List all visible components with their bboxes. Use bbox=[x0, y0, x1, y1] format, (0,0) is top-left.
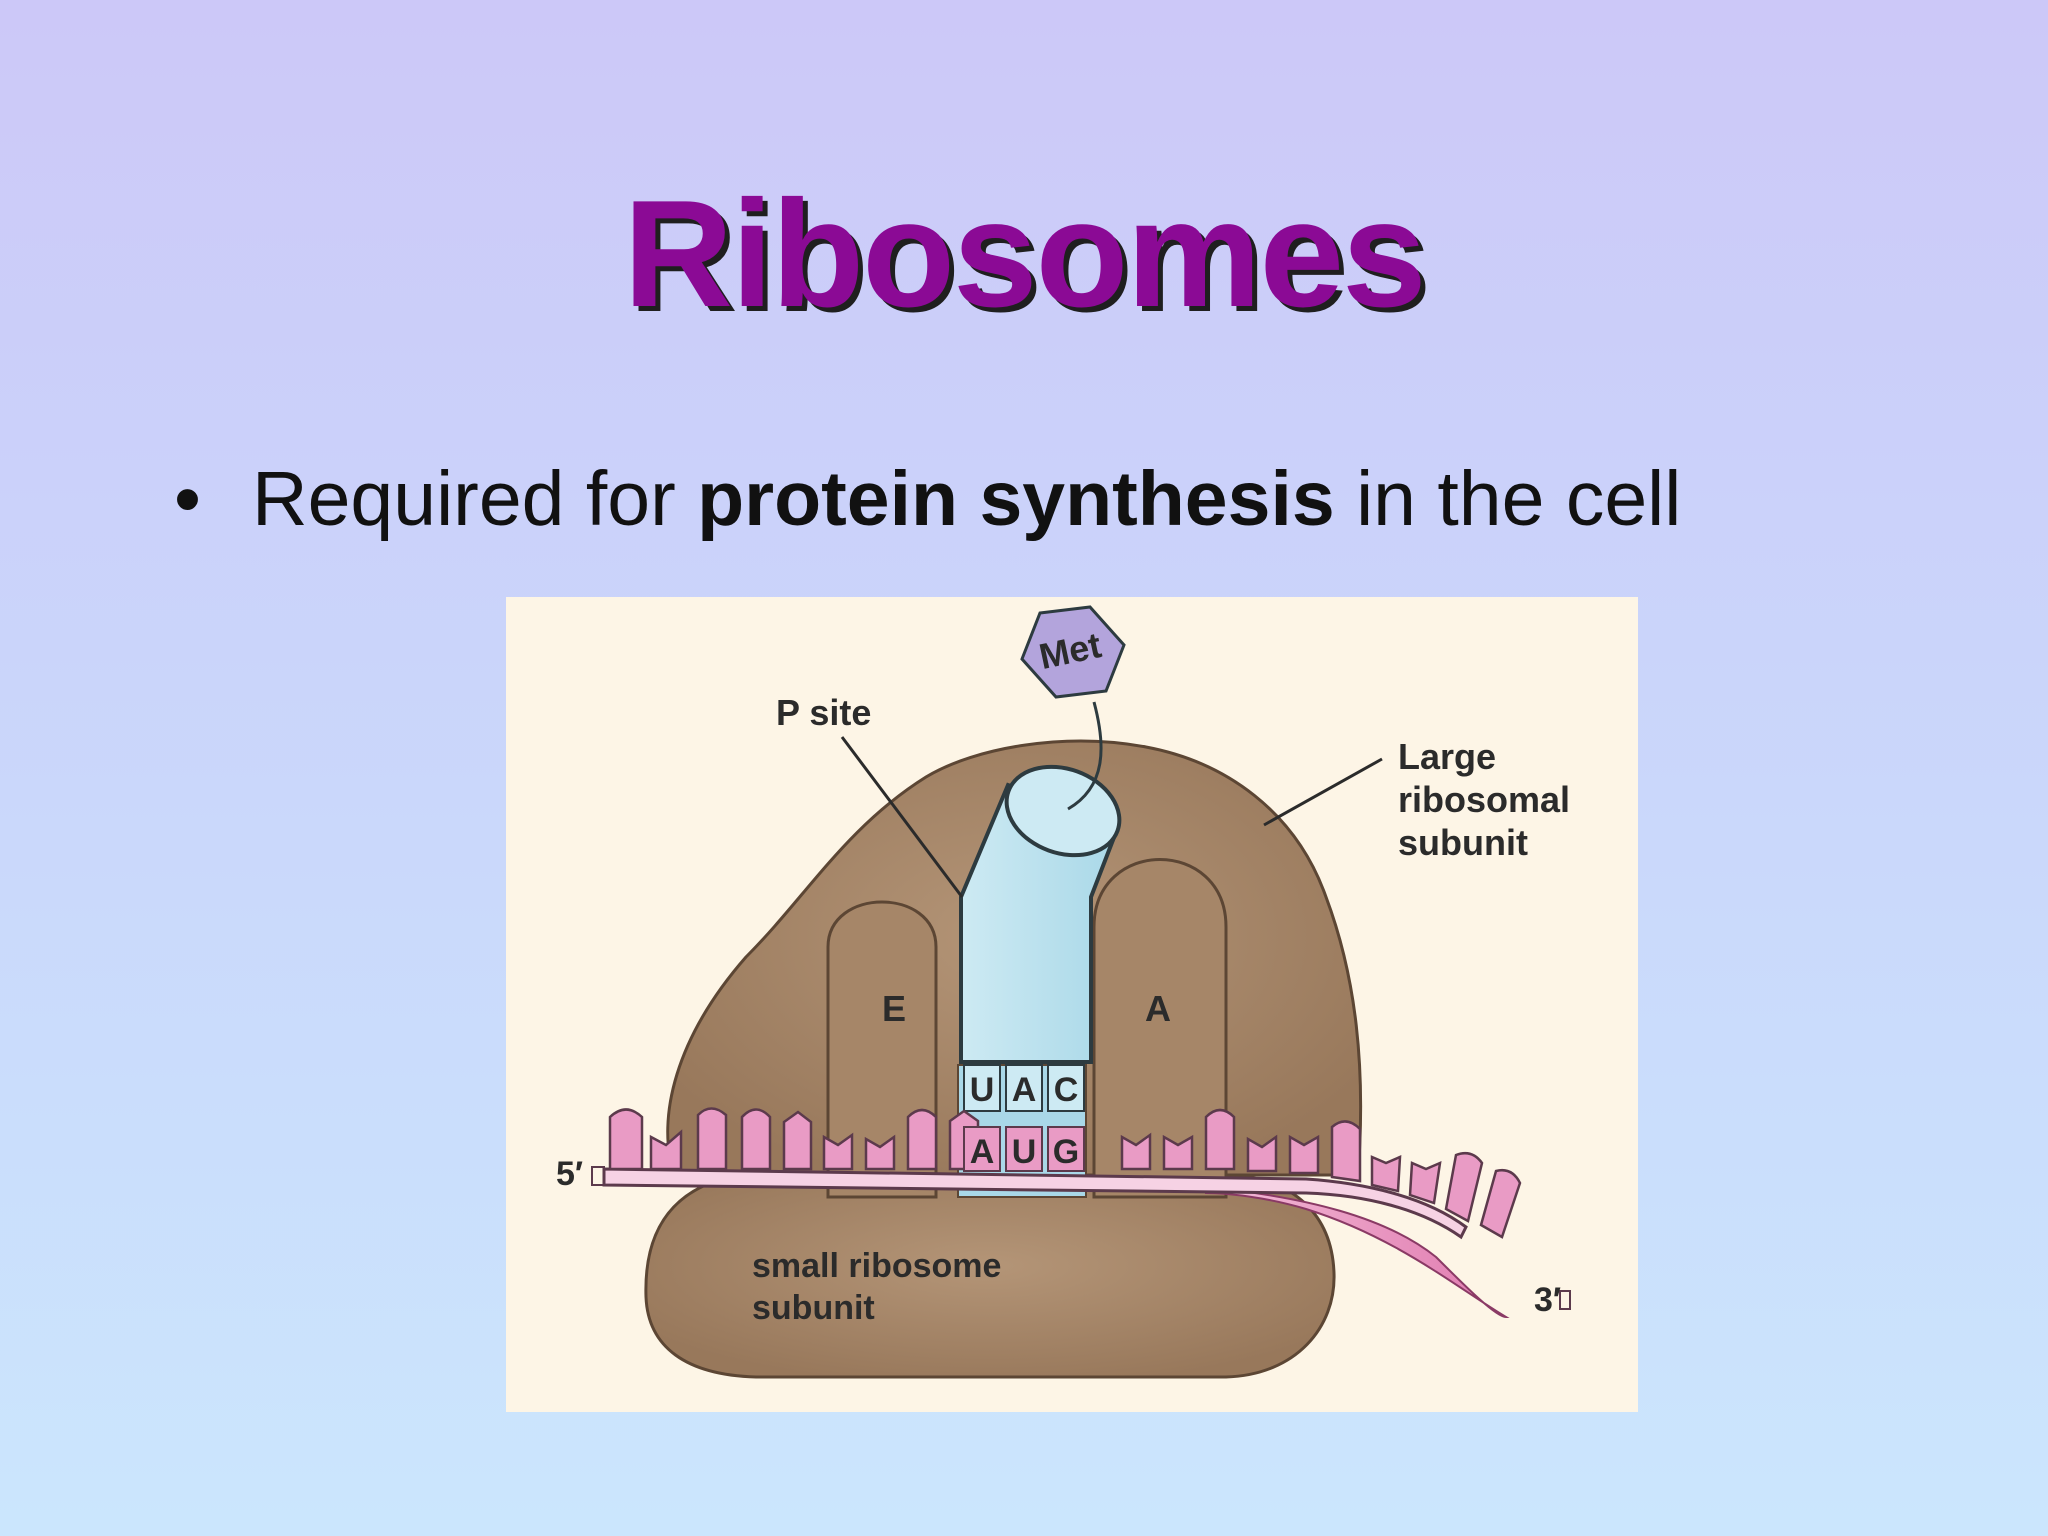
large-subunit-label: Large ribosomal subunit bbox=[1398, 736, 1580, 863]
mrna-base bbox=[1370, 1155, 1402, 1193]
mrna-base bbox=[1120, 1132, 1152, 1171]
anticodon-bar-2 bbox=[1005, 1064, 1043, 1112]
mrna-base bbox=[1246, 1134, 1278, 1173]
small-subunit-label: small ribosome subunit bbox=[752, 1247, 1011, 1327]
mrna-base bbox=[740, 1108, 772, 1171]
mrna-base bbox=[1408, 1160, 1442, 1205]
anticodon-letter-1: U bbox=[970, 1071, 995, 1109]
codon-letter-1: A bbox=[970, 1133, 995, 1171]
mrna-backbone bbox=[602, 1167, 1468, 1240]
five-prime-label: 5′ bbox=[556, 1155, 583, 1193]
met-hexagon bbox=[1020, 605, 1126, 699]
large-subunit-label-line-2: ribosomal bbox=[1398, 779, 1570, 820]
mrna-tail bbox=[1205, 1185, 1510, 1319]
three-prime-label: 3′ bbox=[1534, 1281, 1561, 1319]
anticodon-bar-1 bbox=[963, 1064, 1001, 1112]
mrna-base bbox=[1479, 1169, 1522, 1239]
ribosome-diagram: Met U A C bbox=[506, 597, 1638, 1412]
mrna-base bbox=[1330, 1120, 1362, 1183]
bullet-item: • Required for protein synthesis in the … bbox=[174, 455, 1681, 544]
mrna-base bbox=[1444, 1152, 1484, 1223]
anticodon: U A C bbox=[963, 1064, 1085, 1112]
codon-bar-3 bbox=[1047, 1126, 1085, 1172]
codon-bar-1 bbox=[963, 1126, 1001, 1172]
p-site-leader bbox=[840, 736, 964, 898]
small-subunit-label-line-1: small ribosome bbox=[752, 1247, 1001, 1285]
anticodon-bar-3 bbox=[1047, 1064, 1085, 1112]
bullet-list: • Required for protein synthesis in the … bbox=[174, 455, 1681, 544]
mrna-base bbox=[649, 1129, 683, 1171]
small-subunit-label-line-2: subunit bbox=[752, 1289, 875, 1327]
mrna-base bbox=[906, 1108, 938, 1171]
e-site-label: E bbox=[882, 988, 906, 1029]
slide-title: Ribosomes bbox=[623, 169, 1426, 339]
bullet-text-suffix: in the cell bbox=[1334, 456, 1682, 542]
large-subunit-label-line-3: subunit bbox=[1398, 822, 1528, 863]
five-prime-box bbox=[591, 1166, 605, 1186]
three-prime-box bbox=[1559, 1290, 1571, 1310]
met-link bbox=[1067, 701, 1103, 811]
bullet-text-prefix: Required for bbox=[252, 456, 698, 542]
p-site-label: P site bbox=[776, 692, 871, 733]
codon-bar-2 bbox=[1005, 1126, 1043, 1172]
mrna-base bbox=[822, 1132, 854, 1171]
large-subunit-leader bbox=[1263, 757, 1383, 827]
mrna-base bbox=[1204, 1108, 1236, 1171]
anticodon-letter-3: C bbox=[1054, 1071, 1079, 1109]
bullet-text-bold: protein synthesis bbox=[697, 456, 1335, 542]
anticodon-letter-2: A bbox=[1012, 1071, 1037, 1109]
a-site-tunnel bbox=[1092, 858, 1228, 1199]
small-subunit-shape bbox=[644, 1173, 1336, 1379]
mrna-base bbox=[1162, 1134, 1194, 1171]
mrna-base bbox=[864, 1134, 896, 1171]
large-subunit-label-line-1: Large bbox=[1398, 736, 1496, 777]
mrna-strand: A U G bbox=[591, 1107, 1571, 1319]
mrna-base bbox=[1288, 1134, 1320, 1175]
mrna-base bbox=[782, 1110, 813, 1171]
mrna-base bbox=[696, 1107, 728, 1171]
mrna-base bbox=[608, 1108, 644, 1171]
codon-letter-2: U bbox=[1012, 1133, 1037, 1171]
a-site-label: A bbox=[1145, 988, 1171, 1029]
bullet-dot-icon: • bbox=[174, 456, 201, 542]
codon-letter-3: G bbox=[1053, 1133, 1079, 1171]
